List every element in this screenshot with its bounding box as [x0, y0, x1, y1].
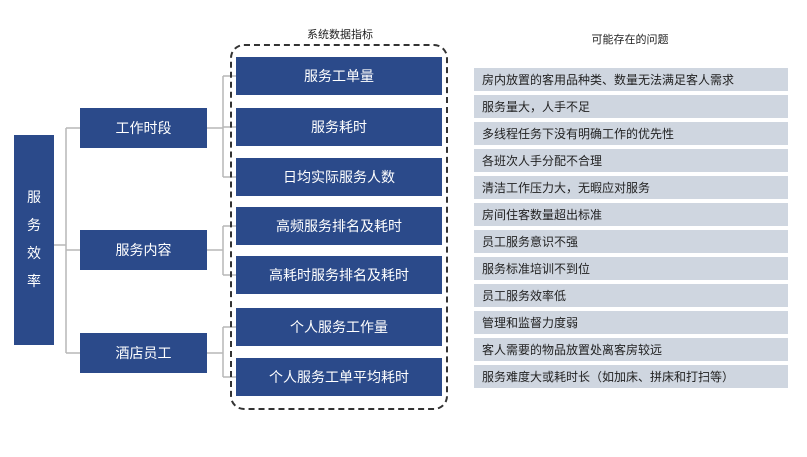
root-char: 服	[27, 190, 41, 206]
category-node-service-content: 服务内容	[80, 230, 207, 270]
problem-item: 客人需要的物品放置处离客房较远	[474, 338, 788, 361]
root-char: 效	[27, 246, 41, 262]
problem-item: 服务量大，人手不足	[474, 95, 788, 118]
problem-item: 多线程任务下没有明确工作的优先性	[474, 122, 788, 145]
root-node-service-efficiency: 服 务 效 率	[14, 135, 54, 345]
category-node-work-period: 工作时段	[80, 108, 207, 148]
problem-item: 服务难度大或耗时长（如加床、拼床和打扫等）	[474, 365, 788, 388]
problem-item: 房内放置的客用品种类、数量无法满足客人需求	[474, 68, 788, 91]
problem-item: 管理和监督力度弱	[474, 311, 788, 334]
problem-item: 各班次人手分配不合理	[474, 149, 788, 172]
problems-header: 可能存在的问题	[591, 33, 669, 46]
root-char: 率	[27, 274, 41, 290]
problem-item: 员工服务意识不强	[474, 230, 788, 253]
metric-node: 高频服务排名及耗时	[236, 207, 442, 245]
metrics-group-dashed-border	[230, 44, 448, 410]
problem-item: 清洁工作压力大，无暇应对服务	[474, 176, 788, 199]
metric-node: 服务耗时	[236, 108, 442, 146]
root-char: 务	[27, 218, 41, 234]
problem-item: 服务标准培训不到位	[474, 257, 788, 280]
problem-item: 房间住客数量超出标准	[474, 203, 788, 226]
metric-node: 日均实际服务人数	[236, 158, 442, 196]
problem-item: 员工服务效率低	[474, 284, 788, 307]
metrics-header: 系统数据指标	[307, 28, 373, 41]
metric-node: 服务工单量	[236, 57, 442, 95]
metric-node: 个人服务工作量	[236, 308, 442, 346]
metric-node: 个人服务工单平均耗时	[236, 358, 442, 396]
metric-node: 高耗时服务排名及耗时	[236, 256, 442, 294]
category-node-hotel-staff: 酒店员工	[80, 333, 207, 373]
